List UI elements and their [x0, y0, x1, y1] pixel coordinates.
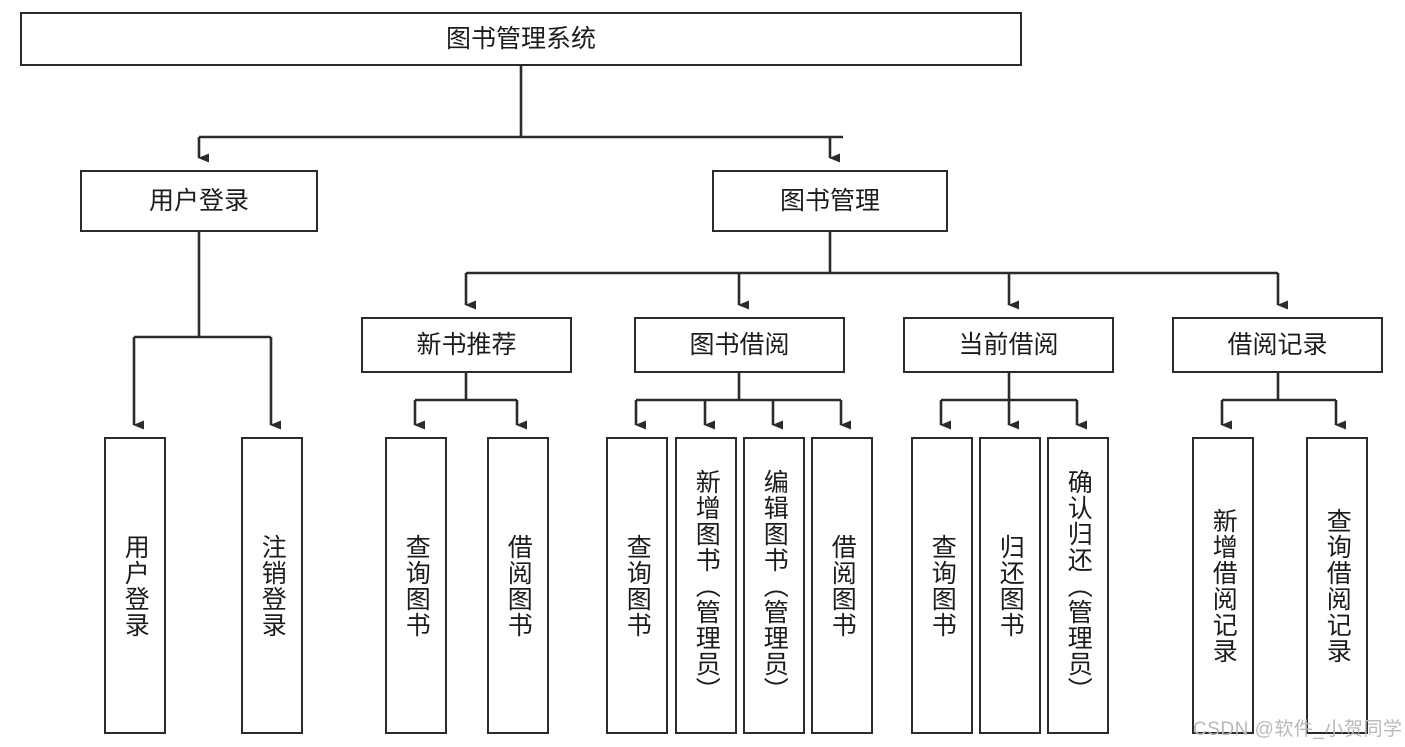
node-borrowing-record[interactable]: 借阅记录: [1172, 317, 1383, 373]
node-label: 查询图书: [928, 533, 957, 638]
node-label: 查询图书: [402, 533, 431, 638]
leaf-confirm-return-admin[interactable]: 确认归还（管理员）: [1047, 437, 1109, 734]
leaf-borrow-book-new-recommend[interactable]: 借阅图书: [487, 437, 549, 734]
node-label: 查询图书: [623, 533, 652, 638]
leaf-query-borrow-record[interactable]: 查询借阅记录: [1306, 437, 1368, 734]
node-label: 新书推荐: [416, 331, 517, 359]
node-label: 借阅图书: [828, 533, 857, 638]
node-label: 当前借阅: [958, 331, 1059, 359]
leaf-logout[interactable]: 注销登录: [241, 437, 303, 734]
node-label: 用户登录: [121, 533, 150, 638]
node-label: 图书管理: [779, 187, 880, 215]
node-label: 归还图书: [996, 533, 1025, 638]
leaf-add-book-admin[interactable]: 新增图书（管理员）: [675, 437, 737, 734]
node-label: 注销登录: [258, 533, 287, 638]
node-current-borrowing[interactable]: 当前借阅: [903, 317, 1114, 373]
leaf-user-login[interactable]: 用户登录: [104, 437, 166, 734]
node-label: 图书借阅: [689, 331, 790, 359]
leaf-query-book-new-recommend[interactable]: 查询图书: [385, 437, 447, 734]
node-label: 借阅记录: [1227, 331, 1328, 359]
node-label: 新增借阅记录: [1209, 507, 1238, 664]
leaf-edit-book-admin[interactable]: 编辑图书（管理员）: [743, 437, 805, 734]
node-label: 编辑图书（管理员）: [760, 468, 789, 703]
node-label: 借阅图书: [504, 533, 533, 638]
leaf-query-book-current[interactable]: 查询图书: [911, 437, 973, 734]
leaf-add-borrow-record[interactable]: 新增借阅记录: [1192, 437, 1254, 734]
node-book-management[interactable]: 图书管理: [712, 170, 948, 232]
node-label: 查询借阅记录: [1323, 507, 1352, 664]
leaf-return-book[interactable]: 归还图书: [979, 437, 1041, 734]
node-new-book-recommendation[interactable]: 新书推荐: [361, 317, 572, 373]
leaf-query-book-borrowing[interactable]: 查询图书: [606, 437, 668, 734]
leaf-borrow-book-borrowing[interactable]: 借阅图书: [811, 437, 873, 734]
node-book-borrowing[interactable]: 图书借阅: [634, 317, 845, 373]
csdn-watermark: CSDN @软件_小贺同学: [1193, 719, 1403, 740]
node-label: 新增图书（管理员）: [692, 468, 721, 703]
node-label: 用户登录: [148, 187, 249, 215]
node-label: 图书管理系统: [445, 25, 596, 53]
node-label: 确认归还（管理员）: [1064, 468, 1093, 703]
node-root-book-management-system[interactable]: 图书管理系统: [20, 12, 1022, 66]
node-user-login[interactable]: 用户登录: [80, 170, 318, 232]
